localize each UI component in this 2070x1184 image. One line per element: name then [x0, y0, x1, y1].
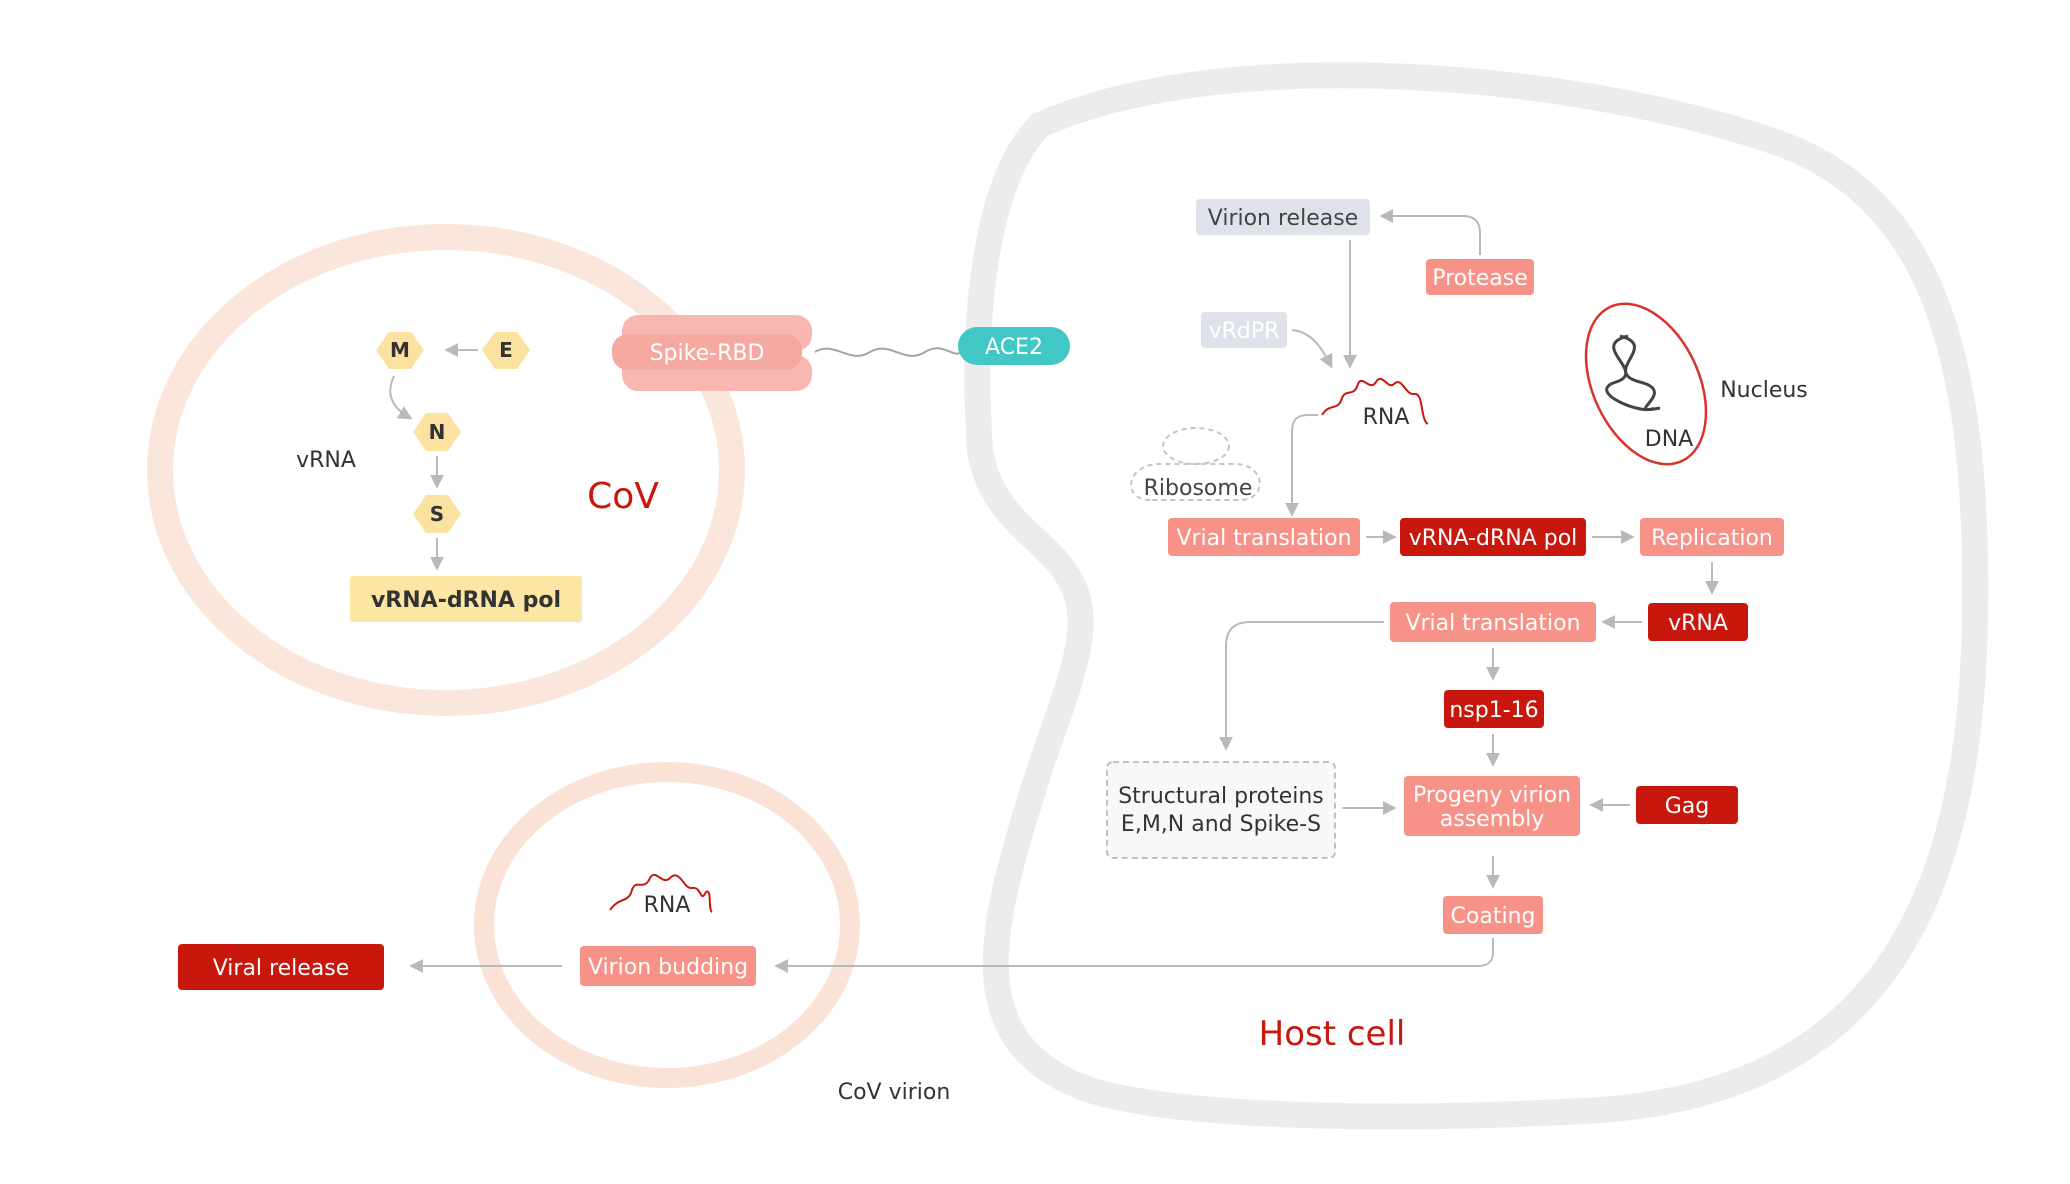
svg-text:Viral release: Viral release — [213, 956, 350, 981]
arrow-rna-to-translation — [1285, 414, 1318, 517]
svg-text:S: S — [430, 502, 444, 526]
viral-translation-box-1: Vrial translation — [1168, 518, 1360, 556]
arrow-vrdpr-to-rna — [1291, 329, 1333, 369]
viral-translation-box-2: Vrial translation — [1390, 602, 1596, 642]
svg-text:ACE2: ACE2 — [985, 335, 1043, 360]
svg-text:E,M,N and Spike-S: E,M,N and Spike-S — [1121, 812, 1321, 837]
progeny-assembly-box: Progeny virion assembly — [1404, 776, 1580, 836]
svg-text:vRNA: vRNA — [1668, 611, 1728, 636]
host-cell-membrane — [964, 62, 1989, 1130]
hexagon-e: E — [482, 332, 530, 369]
cov-virion-envelope — [474, 762, 860, 1088]
structural-proteins-box: Structural proteins E,M,N and Spike-S — [1106, 761, 1336, 859]
virion-budding-box: Virion budding — [580, 946, 756, 986]
svg-text:Vrial translation: Vrial translation — [1176, 526, 1351, 551]
svg-text:Virion release: Virion release — [1208, 206, 1358, 231]
virion-rna-label: RNA — [644, 893, 691, 918]
svg-text:assembly: assembly — [1440, 807, 1544, 832]
svg-text:Spike-RBD: Spike-RBD — [650, 341, 765, 366]
cov-title: CoV — [587, 476, 659, 517]
viral-release-box: Viral release — [178, 944, 384, 990]
arrow-protease-to-release — [1379, 209, 1481, 255]
spike-rbd: Spike-RBD — [612, 315, 812, 391]
host-rna-strand — [1321, 377, 1429, 425]
nucleus: DNA — [1584, 302, 1708, 466]
svg-text:Virion budding: Virion budding — [588, 955, 748, 980]
svg-text:Structural proteins: Structural proteins — [1118, 784, 1324, 809]
virion-rna-strand — [609, 873, 713, 913]
svg-text:nsp1-16: nsp1-16 — [1449, 698, 1538, 723]
host-cell-title: Host cell — [1259, 1014, 1406, 1054]
ribosome: Ribosome — [1130, 427, 1261, 501]
svg-text:Vrial translation: Vrial translation — [1405, 611, 1580, 636]
gag-box: Gag — [1636, 786, 1738, 824]
cov-pol-box: vRNA-dRNA pol — [350, 576, 582, 622]
svg-text:M: M — [390, 338, 410, 362]
nucleus-label: Nucleus — [1720, 378, 1808, 403]
svg-text:vRdPR: vRdPR — [1209, 319, 1280, 344]
coating-box: Coating — [1443, 896, 1543, 934]
vrdpr-box: vRdPR — [1201, 312, 1287, 348]
host-vrna-box: vRNA — [1648, 603, 1748, 641]
cov-vrna-label: vRNA — [296, 448, 356, 473]
svg-text:Coating: Coating — [1451, 904, 1536, 929]
arrow-m-to-n — [389, 375, 413, 420]
ace2-receptor: ACE2 — [958, 327, 1070, 365]
replication-box: Replication — [1640, 518, 1784, 556]
svg-text:vRNA-dRNA pol: vRNA-dRNA pol — [371, 588, 561, 613]
svg-text:Replication: Replication — [1651, 526, 1773, 551]
hexagon-m: M — [376, 332, 424, 369]
svg-text:E: E — [499, 338, 513, 362]
svg-text:vRNA-dRNA pol: vRNA-dRNA pol — [1409, 526, 1578, 551]
arrow-translation-to-structural — [1219, 621, 1384, 751]
hexagon-n: N — [413, 413, 461, 451]
host-rna-label: RNA — [1363, 405, 1410, 430]
virion-release-box: Virion release — [1196, 199, 1370, 235]
svg-text:N: N — [429, 420, 446, 444]
svg-text:Progeny virion: Progeny virion — [1413, 783, 1571, 808]
spike-ace2-wave — [814, 347, 963, 357]
protease-box: Protease — [1426, 259, 1534, 295]
svg-text:Ribosome: Ribosome — [1144, 476, 1253, 501]
cov-envelope — [147, 224, 745, 716]
svg-text:Protease: Protease — [1432, 266, 1528, 291]
cov-virion-label: CoV virion — [838, 1080, 951, 1105]
svg-text:DNA: DNA — [1645, 427, 1693, 452]
hexagon-s: S — [413, 495, 461, 533]
arrow-coating-to-budding — [774, 938, 1494, 973]
svg-text:Gag: Gag — [1665, 794, 1710, 819]
host-pol-box: vRNA-dRNA pol — [1400, 518, 1586, 556]
nsp-box: nsp1-16 — [1444, 690, 1544, 728]
dna-helix-icon — [1619, 334, 1661, 412]
